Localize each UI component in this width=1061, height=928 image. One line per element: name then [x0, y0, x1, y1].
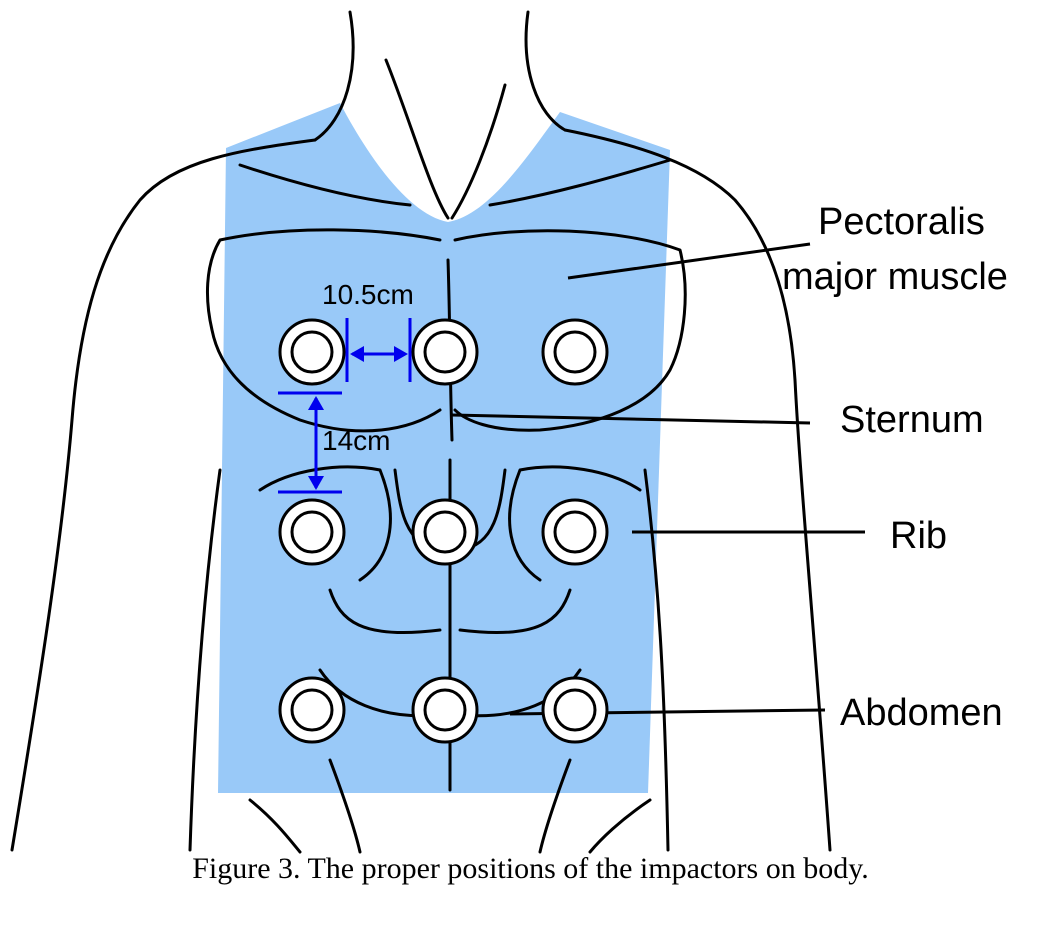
left-hip-line [250, 800, 300, 852]
impactor-row-2-col-3 [543, 500, 607, 564]
figure-caption: Figure 3. The proper positions of the im… [0, 852, 1061, 886]
horizontal-spacing-label: 10.5cm [322, 279, 414, 310]
impactor-row-1-col-2 [413, 320, 477, 384]
rib-label: Rib [890, 515, 947, 557]
impactor-row-2-col-2 [413, 500, 477, 564]
impactor-row-2-col-1 [280, 500, 344, 564]
left-inner-arm [190, 470, 220, 850]
impactor-row-1-col-1 [280, 320, 344, 384]
impactor-row-3-col-2 [413, 678, 477, 742]
right-hip-line [590, 800, 650, 852]
neck-right-line [526, 12, 565, 130]
abdomen-label: Abdomen [840, 692, 1003, 734]
sternum-label: Sternum [840, 399, 984, 441]
vertical-spacing-label: 14cm [322, 425, 390, 456]
impactor-row-1-col-3 [543, 320, 607, 384]
pectoralis-label-line2: major muscle [782, 256, 1008, 298]
impactor-row-3-col-3 [543, 678, 607, 742]
impactor-row-3-col-1 [280, 678, 344, 742]
pectoralis-label-line1: Pectoralis [818, 201, 985, 243]
